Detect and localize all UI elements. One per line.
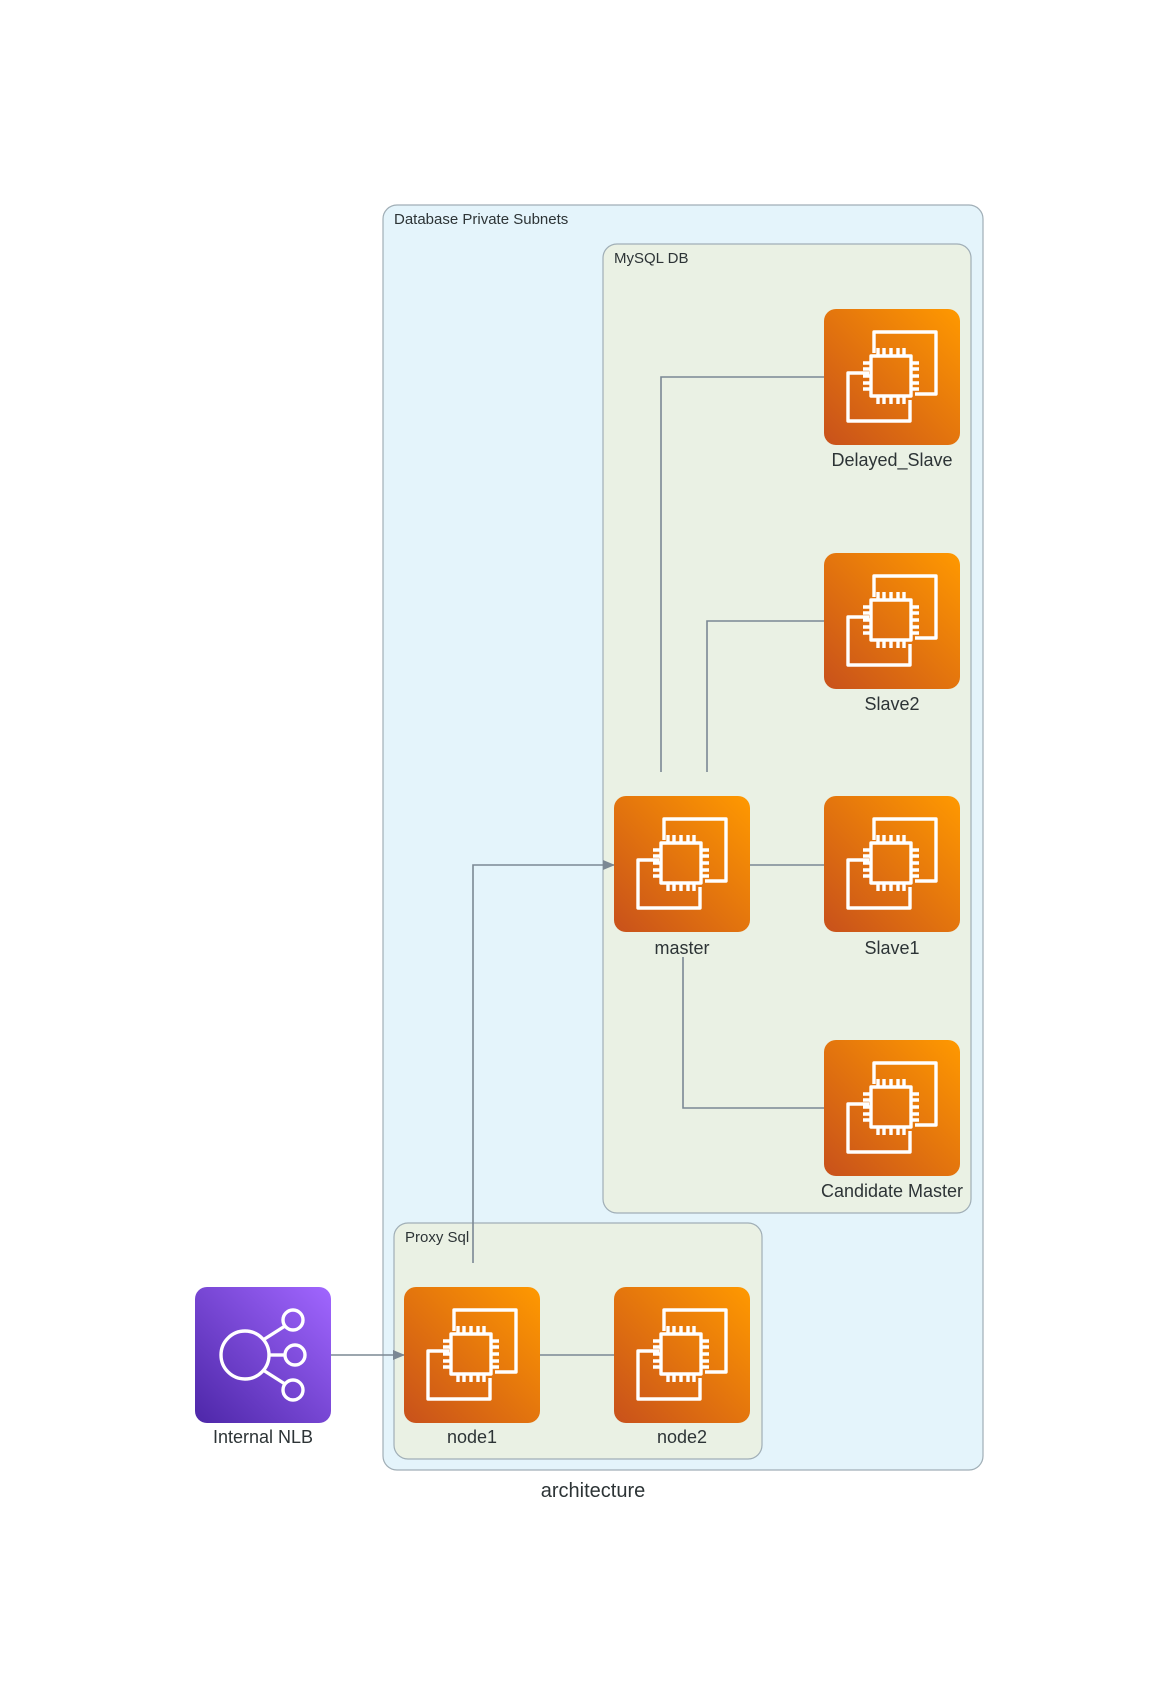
cluster-mysql-db: MySQL DB <box>602 243 972 1214</box>
node-internal-nlb: Internal NLB <box>195 1287 331 1447</box>
edges <box>331 376 824 1360</box>
edge-master-to-delayed-slave <box>660 376 824 772</box>
node-node1: node1 <box>404 1287 540 1447</box>
node-label-master: master <box>654 938 709 958</box>
edge-master-to-candidate-master <box>682 957 824 1109</box>
ec2-instance-icon <box>824 553 960 689</box>
node-master: master <box>614 796 750 958</box>
node-node2: node2 <box>614 1287 750 1447</box>
node-label-slave1: Slave1 <box>864 938 919 958</box>
edge-node1-to-master <box>472 860 615 1263</box>
ec2-instance-icon <box>824 1040 960 1176</box>
node-label-slave2: Slave2 <box>864 694 919 714</box>
cluster-label-mysql-db: MySQL DB <box>614 250 688 267</box>
node-label-candidate-master: Candidate Master <box>821 1181 963 1201</box>
node-slave2: Slave2 <box>824 553 960 714</box>
diagram-title: architecture <box>541 1480 646 1502</box>
node-label-delayed-slave: Delayed_Slave <box>831 450 952 471</box>
ec2-instance-icon <box>824 796 960 932</box>
node-slave1: Slave1 <box>824 796 960 958</box>
network-load-balancer-icon <box>195 1287 331 1423</box>
node-label-internal-nlb: Internal NLB <box>213 1427 313 1447</box>
ec2-instance-icon <box>614 1287 750 1423</box>
cluster-label-database-private-subnets: Database Private Subnets <box>394 211 568 228</box>
node-candidate-master: Candidate Master <box>821 1040 963 1201</box>
edge-master-to-slave2 <box>706 620 824 772</box>
ec2-instance-icon <box>404 1287 540 1423</box>
node-label-node1: node1 <box>447 1427 497 1447</box>
node-label-node2: node2 <box>657 1427 707 1447</box>
node-delayed-slave: Delayed_Slave <box>824 309 960 471</box>
ec2-instance-icon <box>824 309 960 445</box>
cluster-label-proxy-sql: Proxy Sql <box>405 1229 469 1246</box>
ec2-instance-icon <box>614 796 750 932</box>
